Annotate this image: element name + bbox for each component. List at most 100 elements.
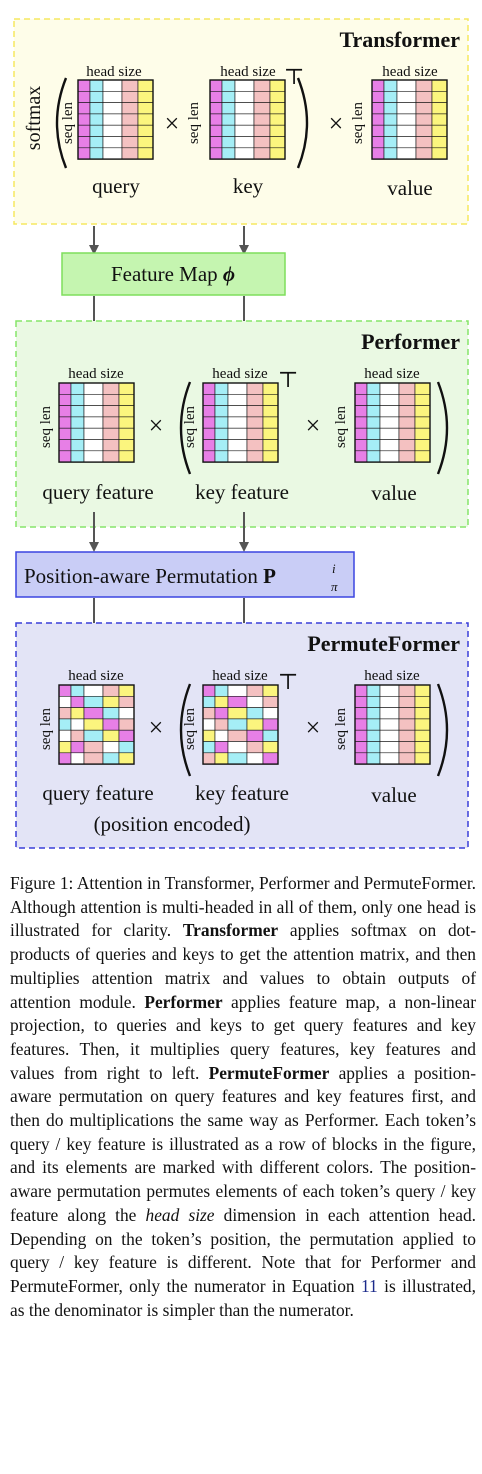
- performer-query-matrix-cell: [102, 450, 120, 463]
- performer-query-matrix-cell: [58, 416, 72, 429]
- transformer-value-matrix-cell: [431, 91, 448, 103]
- performer-query-matrix-cell: [118, 439, 135, 452]
- transformer-key-matrix-cell: [221, 147, 236, 160]
- performer-query-matrix-cell: [118, 405, 135, 418]
- permuteformer-key-matrix-cell: [246, 729, 264, 742]
- transformer-key-matrix-cell: [234, 79, 255, 92]
- transformer-query-matrix-cell: [137, 91, 154, 103]
- performer-query-matrix-cell: [70, 405, 85, 418]
- permuteformer-value-matrix-cell: [414, 707, 431, 720]
- permuteformer-query-matrix-cell: [58, 684, 72, 697]
- transformer-query-matrix-cell: [137, 102, 154, 115]
- softmax-open-paren: [55, 77, 68, 169]
- permuteformer-value-matrix-cell: [398, 752, 416, 765]
- permuteformer-value-matrix-cell: [398, 684, 416, 697]
- permuteformer-key-matrix-cell: [202, 729, 216, 742]
- permuteformer-query-matrix-cell: [58, 741, 72, 754]
- permuteformer-query-matrix-cell: [83, 741, 104, 754]
- performer-key-matrix-cell: [227, 382, 248, 395]
- permuteformer-query-matrix-cell: [83, 752, 104, 765]
- performer-value-matrix-cell: [379, 393, 400, 406]
- permuteformer-query-matrix-border: [58, 684, 135, 765]
- performer-query-matrix-cell: [118, 416, 135, 429]
- permuteformer-value-matrix-cell: [398, 729, 416, 742]
- transformer-value-head-size: head size: [382, 64, 438, 80]
- transformer-key-matrix-cell: [269, 113, 286, 126]
- transformer-value-matrix-cell: [415, 113, 433, 126]
- softmax-label: softmax: [23, 86, 45, 150]
- permuteformer-value-matrix-cell: [366, 752, 381, 765]
- performer-value-matrix-cell: [379, 405, 400, 418]
- transformer-value-matrix-cell: [415, 124, 433, 137]
- transformer-value-matrix-cell: [371, 102, 385, 115]
- performer-value-matrix-cell: [366, 427, 381, 440]
- permuteformer-key-matrix-cell: [227, 729, 248, 742]
- transformer-value-matrix-border: [371, 79, 448, 160]
- transformer-query-matrix-cell: [89, 79, 104, 92]
- performer-value-matrix-cell: [379, 427, 400, 440]
- permuteformer-panel: PermuteFormer head size seq len query fe…: [15, 622, 469, 849]
- transformer-query-matrix-cell: [77, 147, 91, 160]
- performer-query-matrix-cell: [102, 393, 120, 406]
- performer-query-matrix-cell: [58, 450, 72, 463]
- permuteformer-query-matrix-cell: [102, 695, 120, 708]
- transformer-key-matrix-cell: [253, 79, 271, 92]
- transformer-times-1: ×: [165, 109, 180, 138]
- performer-value-matrix-border: [354, 382, 431, 463]
- performer-value-matrix-cell: [398, 439, 416, 452]
- transformer-value-matrix-cell: [396, 113, 417, 126]
- transformer-query-matrix-cell: [77, 79, 91, 92]
- transformer-value-matrix-cell: [371, 91, 385, 103]
- permuteformer-key-matrix-cell: [246, 752, 264, 765]
- permuteformer-query-matrix-cell: [118, 752, 135, 765]
- transformer-query-matrix-cell: [121, 136, 139, 149]
- permuteformer-query-matrix-cell: [70, 695, 85, 708]
- transformer-query-matrix-cell: [102, 136, 123, 149]
- transformer-key-matrix-cell: [269, 91, 286, 103]
- performer-value-matrix-cell: [354, 427, 368, 440]
- transformer-value-matrix-cell: [371, 147, 385, 160]
- transformer-value-matrix-cell: [383, 124, 398, 137]
- permuteformer-value-matrix-cell: [414, 718, 431, 731]
- permuteformer-value-matrix-cell: [379, 729, 400, 742]
- performer-key-matrix-cell: [262, 405, 279, 418]
- permuteformer-key-matrix-cell: [214, 729, 229, 742]
- permuteformer-key-matrix-cell: [227, 707, 248, 720]
- transformer-query-matrix-cell: [121, 124, 139, 137]
- performer-key-matrix-cell: [202, 405, 216, 418]
- performer-times-2: ×: [306, 411, 321, 440]
- transformer-value-matrix-cell: [371, 113, 385, 126]
- permuteformer-times-2: ×: [306, 713, 321, 742]
- transformer-value-matrix-cell: [371, 124, 385, 137]
- performer-value-matrix-cell: [366, 382, 381, 395]
- permuteformer-key-matrix-cell: [262, 695, 279, 708]
- permuteformer-value-matrix-cell: [366, 695, 381, 708]
- performer-key-matrix-cell: [262, 416, 279, 429]
- performer-query-matrix-cell: [102, 427, 120, 440]
- permuteformer-query-label: query feature: [42, 781, 153, 805]
- permuteformer-value-matrix-cell: [414, 752, 431, 765]
- performer-key-matrix-cell: [246, 439, 264, 452]
- transformer-transpose-symbol: ⊤: [284, 64, 305, 89]
- performer-key-matrix-cell: [202, 382, 216, 395]
- performer-key-matrix-cell: [246, 427, 264, 440]
- transformer-key-matrix-cell: [209, 124, 223, 137]
- transformer-value-matrix-cell: [383, 91, 398, 103]
- transformer-value-matrix-cell: [431, 113, 448, 126]
- performer-query-matrix-cell: [70, 393, 85, 406]
- transformer-key-matrix-cell: [269, 102, 286, 115]
- permuteformer-key-matrix-cell: [214, 741, 229, 754]
- transformer-value-matrix-cell: [431, 102, 448, 115]
- permuteformer-query-head-size: head size: [68, 668, 124, 684]
- transformer-value-matrix-cell: [415, 102, 433, 115]
- transformer-key-matrix-cell: [221, 124, 236, 137]
- caption-equation-ref[interactable]: 11: [360, 1275, 378, 1296]
- permuteformer-value-matrix-cell: [354, 718, 368, 731]
- permuteformer-query-matrix-cell: [70, 741, 85, 754]
- permuteformer-value-matrix-cell: [379, 684, 400, 697]
- transformer-query-matrix-cell: [89, 147, 104, 160]
- performer-panel: Performer head size seq len query featur…: [15, 320, 469, 528]
- transformer-query-matrix-cell: [137, 124, 154, 137]
- performer-key-matrix-cell: [202, 416, 216, 429]
- transformer-key-matrix-cell: [221, 79, 236, 92]
